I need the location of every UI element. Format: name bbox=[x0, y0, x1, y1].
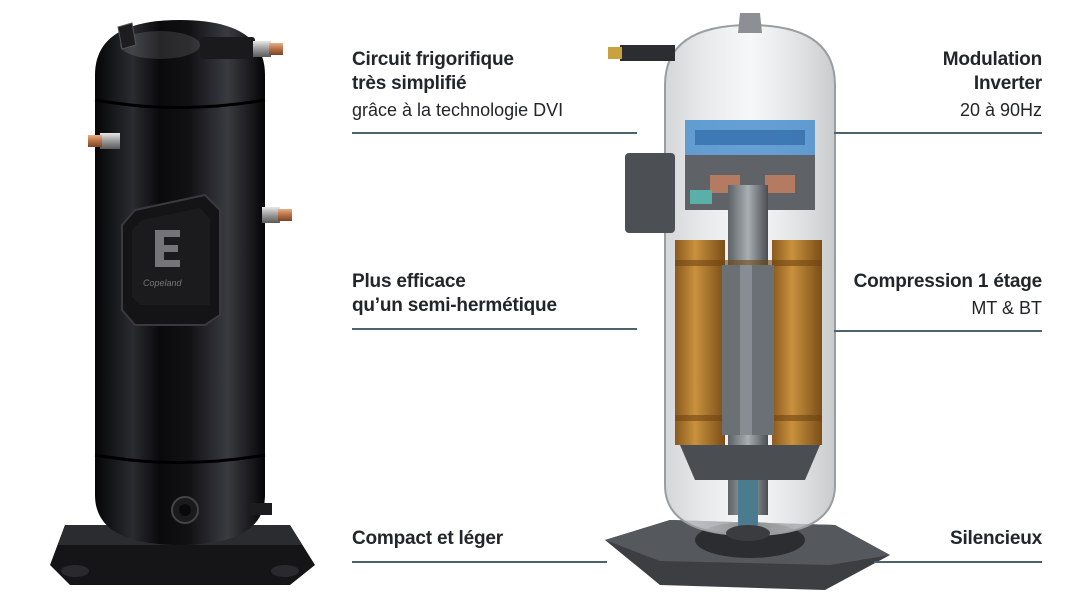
feature-efficiency-divider bbox=[352, 328, 637, 330]
feature-modulation-divider bbox=[834, 132, 1042, 134]
feature-silent: Silencieux bbox=[874, 527, 1042, 563]
feature-compression-subtitle: MT & BT bbox=[971, 298, 1042, 318]
feature-compression: Compression 1 étage MT & BT bbox=[834, 270, 1042, 332]
feature-circuit-subtitle: grâce à la technologie DVI bbox=[352, 100, 564, 120]
feature-compact: Compact et léger bbox=[352, 527, 607, 563]
feature-silent-title: Silencieux bbox=[950, 528, 1042, 549]
feature-circuit-title-line2: très simplifié bbox=[352, 73, 467, 94]
product-logo-text: Copeland bbox=[143, 278, 183, 288]
feature-compression-title: Compression 1 étage bbox=[853, 271, 1043, 292]
feature-silent-divider bbox=[874, 561, 1042, 563]
feature-efficiency: Plus efficace qu’un semi-hermétique bbox=[352, 270, 637, 330]
feature-efficiency-title-line1: Plus efficace bbox=[352, 271, 466, 292]
feature-compact-title: Compact et léger bbox=[352, 528, 503, 549]
feature-circuit: Circuit frigorifique très simplifié grâc… bbox=[352, 48, 637, 134]
feature-modulation-title-line2: Inverter bbox=[973, 73, 1042, 94]
feature-circuit-divider bbox=[352, 132, 637, 134]
feature-compression-divider bbox=[834, 330, 1042, 332]
compressor-cutaway-image bbox=[605, 13, 890, 590]
feature-modulation: Modulation Inverter 20 à 90Hz bbox=[834, 48, 1042, 134]
compressor-exterior-image: Copeland bbox=[50, 20, 315, 585]
feature-compact-divider bbox=[352, 561, 607, 563]
feature-modulation-subtitle: 20 à 90Hz bbox=[959, 100, 1042, 120]
feature-modulation-title-line1: Modulation bbox=[942, 49, 1043, 70]
feature-circuit-title-line1: Circuit frigorifique bbox=[352, 49, 514, 70]
feature-efficiency-title-line2: qu’un semi-hermétique bbox=[352, 295, 557, 316]
